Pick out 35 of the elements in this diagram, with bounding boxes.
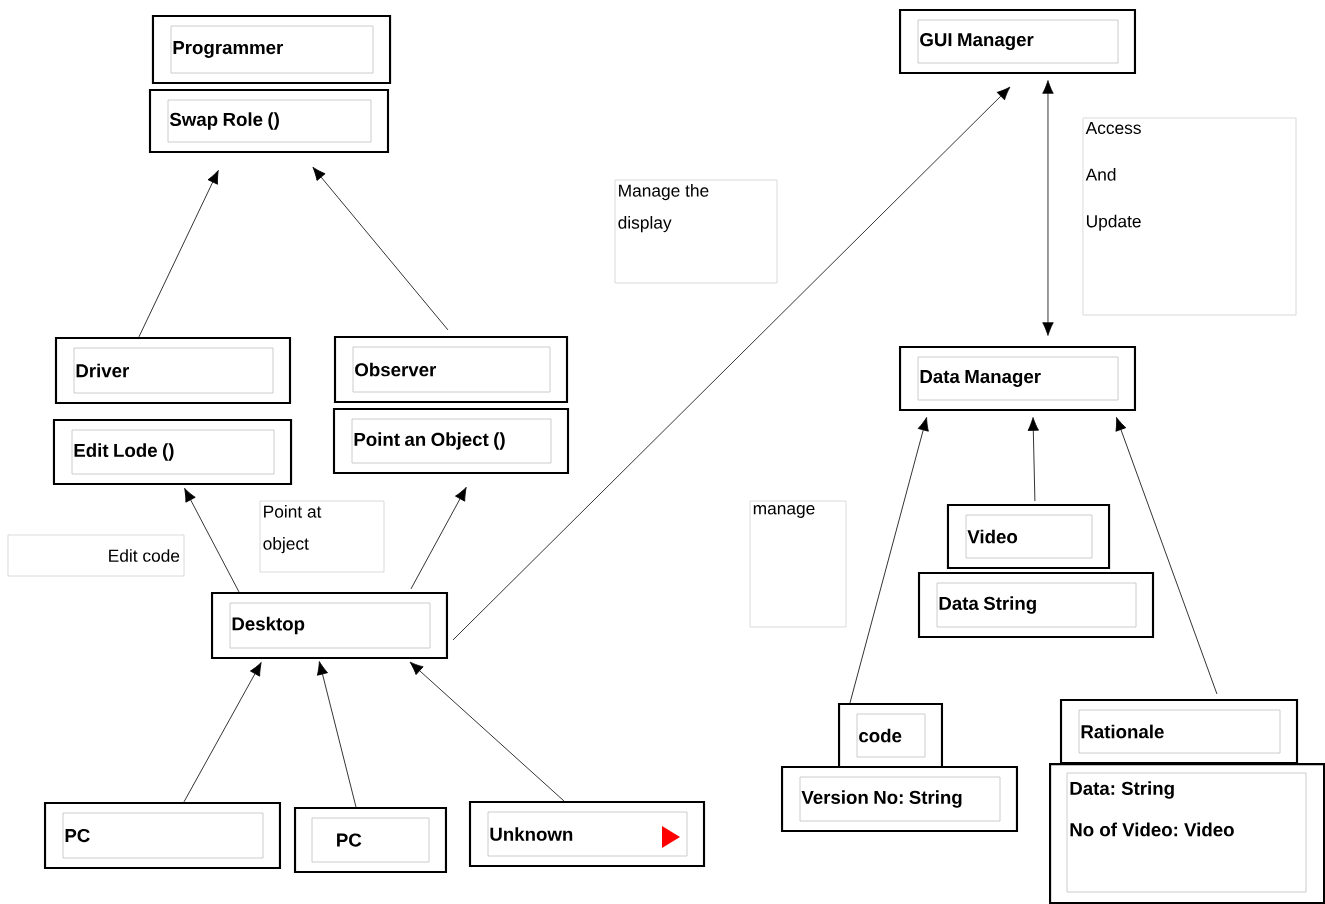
class-box: Video: [946, 503, 1111, 570]
arrow: [312, 166, 449, 331]
text-box: Edit code: [7, 534, 185, 577]
arrow: [138, 170, 219, 338]
arrow: [1042, 80, 1054, 336]
arrow: [184, 488, 240, 593]
arrow: [410, 487, 467, 590]
class-box: Unknown: [468, 800, 706, 868]
class-box: Point an Object (): [332, 407, 570, 475]
class-box: code: [837, 702, 944, 769]
arrow: [849, 417, 929, 704]
class-box: Swap Role (): [148, 88, 390, 154]
class-box: Observer: [333, 335, 569, 404]
class-box: PC: [43, 801, 282, 870]
text-box: manage: [749, 500, 847, 628]
arrow: [1027, 417, 1039, 502]
class-box: Driver: [54, 336, 292, 405]
arrow: [183, 662, 262, 803]
class-box: Version No: String: [780, 765, 1019, 833]
class-box: Data String: [917, 571, 1155, 639]
class-box: Rationale: [1059, 698, 1299, 765]
class-box: Programmer: [151, 14, 392, 85]
arrow: [452, 86, 1011, 641]
class-box: GUI Manager: [898, 8, 1137, 75]
text-box: Point at object: [259, 500, 385, 573]
arrow: [316, 661, 357, 808]
class-box: Edit Lode (): [52, 418, 293, 486]
class-box: Data Manager: [898, 345, 1137, 412]
arrow: [409, 661, 565, 802]
class-box: PC: [293, 806, 448, 874]
arrow: [1115, 417, 1218, 695]
text-box: Manage the display: [614, 179, 778, 284]
text-box: Access And Update: [1082, 117, 1297, 316]
class-box: Data: String No of Video: Video: [1049, 763, 1325, 904]
class-box: Desktop: [210, 591, 449, 660]
